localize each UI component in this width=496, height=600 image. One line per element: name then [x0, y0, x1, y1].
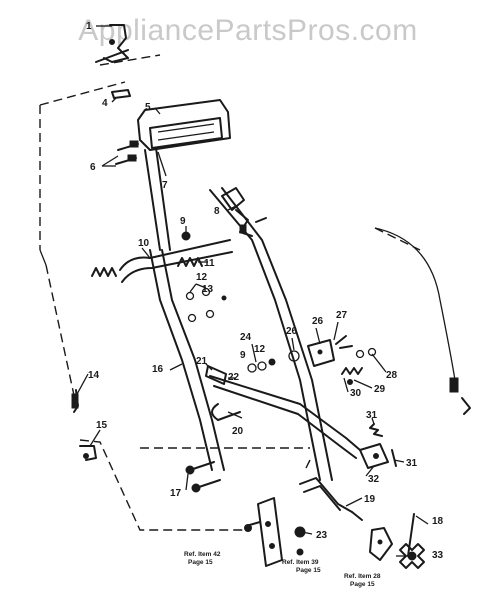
callout-31-upper: 31 [366, 410, 378, 421]
callout-32: 32 [368, 474, 380, 485]
callout-29: 29 [374, 384, 386, 395]
callout-27: 27 [336, 310, 348, 321]
part-15-clip [79, 445, 97, 461]
ref-28-line1: Ref. Item 28 [344, 573, 381, 580]
callout-labels: 1 4 5 6 7 8 9 10 11 12 13 14 15 16 17 18… [86, 21, 444, 561]
part-5-control-panel [137, 99, 231, 151]
callout-13: 13 [202, 284, 214, 295]
ref-39-line1: Ref. Item 39 [282, 559, 319, 566]
part-1-bracket [95, 24, 129, 63]
part-14-cable [39, 249, 79, 413]
callout-33: 33 [432, 550, 444, 561]
part-32-block [359, 423, 397, 469]
part-33-gear-assembly [369, 513, 425, 569]
callout-12-upper: 12 [196, 272, 208, 283]
callout-31-right: 31 [406, 458, 418, 469]
callout-4: 4 [102, 98, 108, 109]
parts-24-30-cluster [247, 335, 377, 385]
part-6-bolts [115, 140, 139, 165]
ref-42-line1: Ref. Item 42 [184, 551, 221, 558]
part-11-spring [177, 257, 203, 267]
part-9-nut-upper [181, 231, 191, 241]
callout-17: 17 [170, 488, 182, 499]
callout-11: 11 [204, 258, 215, 269]
part-10-grip [91, 267, 117, 277]
callout-30: 30 [350, 388, 362, 399]
callout-1: 1 [86, 21, 92, 32]
callout-21: 21 [196, 356, 208, 367]
cable-right [374, 227, 471, 415]
part-22-shift-rod [205, 365, 361, 459]
part-12-13-fasteners [185, 287, 227, 323]
callout-9-lower: 9 [240, 350, 246, 361]
callout-19: 19 [364, 494, 376, 505]
callout-14: 14 [88, 370, 100, 381]
part-19-rod [299, 477, 363, 521]
callout-28: 28 [386, 370, 398, 381]
callout-7: 7 [162, 180, 168, 191]
callout-23: 23 [316, 530, 328, 541]
part-17-bolts [185, 461, 221, 493]
part-16-upper-handle [119, 147, 333, 481]
callout-6: 6 [90, 162, 96, 173]
lower-bracket-plate [244, 497, 306, 567]
callout-18: 18 [432, 516, 444, 527]
callout-24: 24 [240, 332, 252, 343]
callout-20: 20 [232, 426, 244, 437]
callout-5: 5 [145, 102, 151, 113]
callout-26-right: 26 [312, 316, 324, 327]
reference-notes: Ref. Item 42 Page 15 Ref. Item 39 Page 1… [184, 551, 381, 588]
leader-lines [75, 25, 429, 557]
callout-26-left: 26 [286, 326, 298, 337]
assembly-guide-lines [39, 54, 421, 531]
part-4-clip [111, 89, 131, 99]
ref-42-line2: Page 15 [188, 559, 213, 566]
callout-15: 15 [96, 420, 108, 431]
part-8-shift-lever [221, 187, 267, 237]
callout-8: 8 [214, 206, 220, 217]
ref-39-line2: Page 15 [296, 567, 321, 574]
callout-10: 10 [138, 238, 150, 249]
callout-22: 22 [228, 372, 240, 383]
callout-16: 16 [152, 364, 164, 375]
callout-9-upper: 9 [180, 216, 186, 227]
ref-28-line2: Page 15 [350, 581, 375, 588]
callout-12-lower: 12 [254, 344, 266, 355]
watermark: AppliancePartsPros.com [78, 14, 418, 47]
